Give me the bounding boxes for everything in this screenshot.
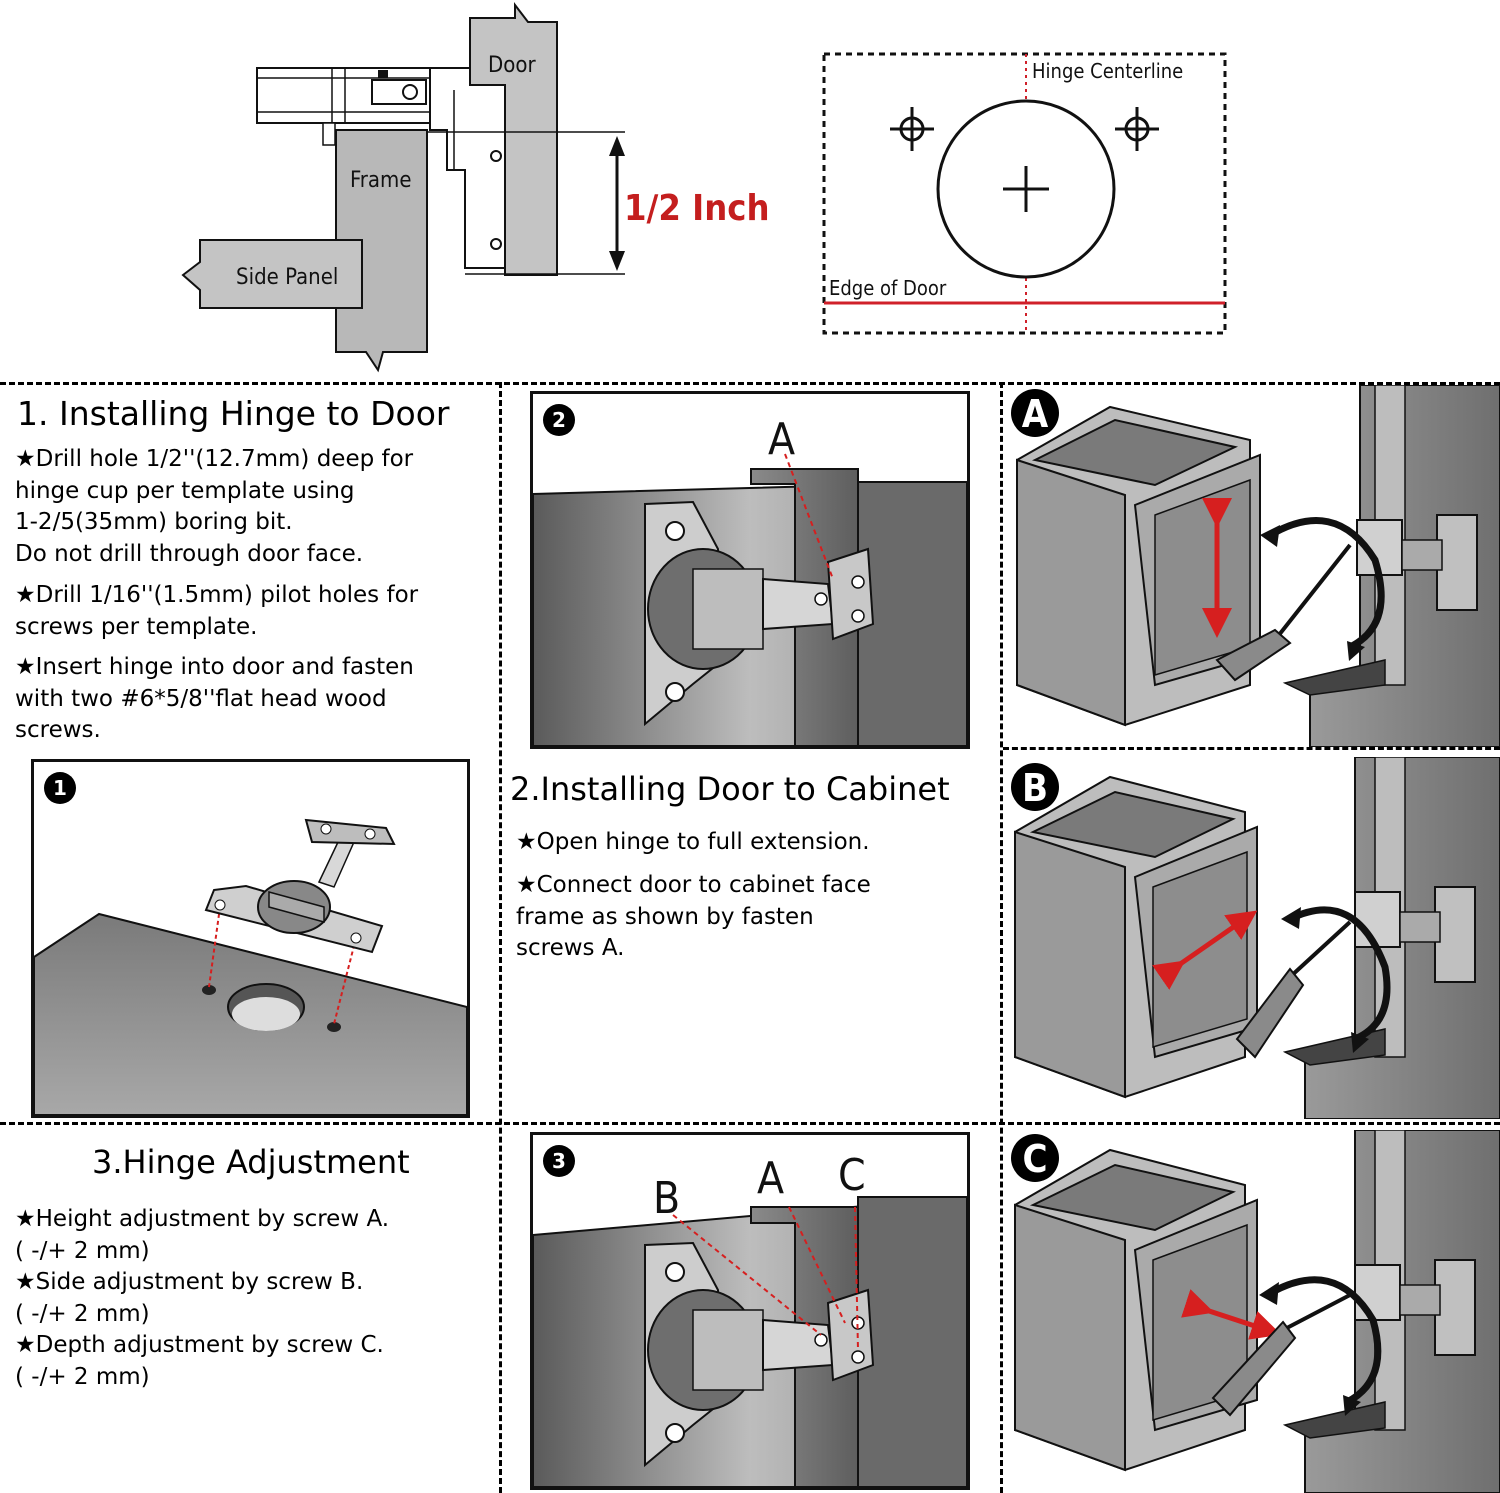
adjustment-b-badge: B — [1022, 766, 1048, 810]
step1-hinge-illustration — [34, 818, 467, 1115]
step3-screw-a-label: A — [757, 1153, 784, 1204]
edge-of-door-label: Edge of Door — [829, 276, 947, 300]
step3-adjustment-illustration: B A C — [533, 1150, 967, 1487]
section3-bullet-1: ★Height adjustment by screw A. ( -/+ 2 m… — [15, 1206, 390, 1264]
adjustment-c-badge: C — [1022, 1137, 1047, 1181]
hinge-centerline-label: Hinge Centerline — [1032, 59, 1183, 83]
section3-bullet-3: ★Depth adjustment by screw C. ( -/+ 2 mm… — [15, 1332, 384, 1390]
section1-bullet-2: ★Drill 1/16''(1.5mm) pilot holes for scr… — [15, 582, 419, 640]
side-panel-label: Side Panel — [236, 265, 338, 290]
adjustment-b-illustration: B — [1011, 757, 1500, 1119]
section3-title: 3.Hinge Adjustment — [92, 1143, 410, 1181]
section2-bullet-1: ★Open hinge to full extension. — [516, 829, 870, 855]
section3-bullet-2: ★Side adjustment by screw B. ( -/+ 2 mm) — [15, 1269, 364, 1327]
section1-bullet-3: ★Insert hinge into door and fasten with … — [15, 654, 414, 743]
step3-screw-c-label: C — [838, 1150, 866, 1201]
section1-bullet-1: ★Drill hole 1/2''(12.7mm) deep for hinge… — [15, 446, 414, 567]
step3-screw-b-label: B — [653, 1173, 680, 1224]
step2-screw-a-label: A — [768, 414, 795, 465]
step2-badge: 2 — [543, 404, 575, 436]
step2-hinge-mount-illustration: A — [533, 414, 967, 746]
section1-title: 1. Installing Hinge to Door — [17, 394, 450, 433]
step3-panel: B A C 3 — [530, 1132, 970, 1490]
adjustment-a-badge: A — [1022, 392, 1049, 436]
pilot-hole-left-icon — [890, 107, 934, 151]
step3-badge: 3 — [543, 1145, 575, 1177]
door-label: Door — [488, 53, 536, 78]
frame-label: Frame — [350, 168, 412, 193]
measure-label: 1/2 Inch — [624, 188, 770, 229]
section2-title: 2.Installing Door to Cabinet — [510, 770, 950, 808]
drilling-template: Hinge Centerline Edge of Door — [822, 52, 1227, 335]
step2-panel: A 2 — [530, 391, 970, 749]
section2-bullet-2: ★Connect door to cabinet face frame as s… — [516, 872, 871, 961]
pilot-hole-right-icon — [1115, 107, 1159, 151]
adjustment-a-illustration: A — [1011, 385, 1500, 747]
step1-panel: 1 — [31, 759, 470, 1118]
adjustment-c-illustration: C — [1011, 1130, 1500, 1493]
cabinet-side-section-diagram: Door Frame Side Panel 1/2 Inch — [181, 2, 770, 373]
step1-badge: 1 — [44, 772, 76, 804]
